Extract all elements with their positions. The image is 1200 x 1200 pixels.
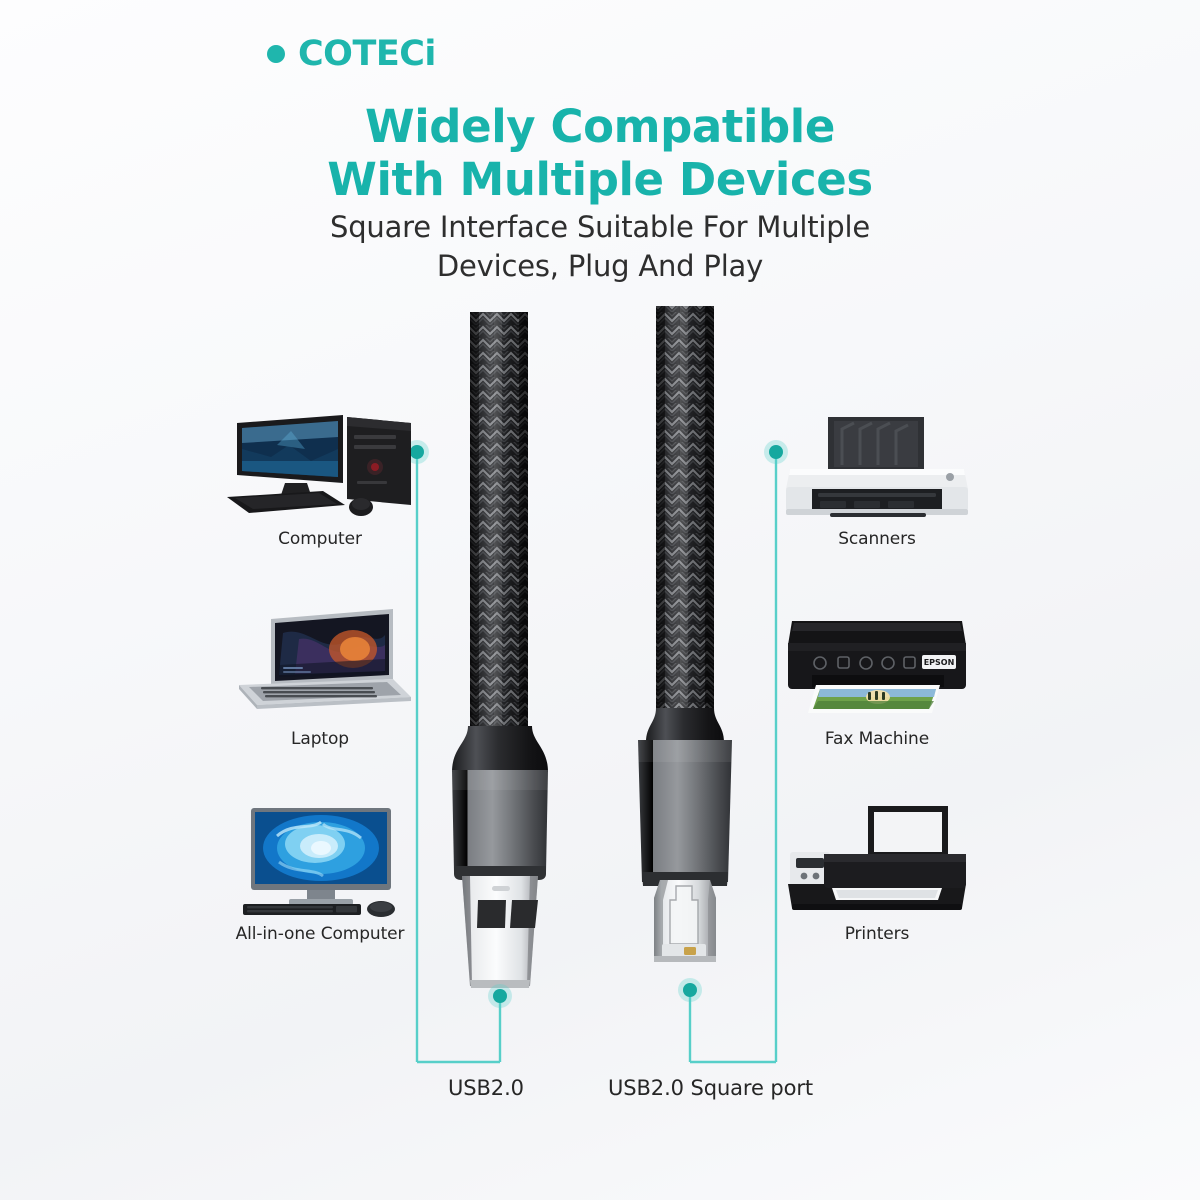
device-label-computer: Computer xyxy=(278,529,362,549)
all-in-one-computer-icon xyxy=(243,808,395,917)
laptop-icon xyxy=(239,609,411,709)
callout-marker-usb-b xyxy=(678,978,702,1062)
device-label-scanners: Scanners xyxy=(838,529,916,549)
page-title-line-2: With Multiple Devices xyxy=(327,153,873,207)
device-label-fax-machine: Fax Machine xyxy=(824,729,930,749)
device-label-all-in-one-computer: All-in-one Computer xyxy=(235,924,405,944)
page-title-line-1: Widely Compatible xyxy=(365,100,835,153)
device-label-laptop: Laptop xyxy=(291,729,349,749)
device-item-laptop: Laptop xyxy=(215,605,425,749)
device-item-fax-machine: EPSON Fax Machine xyxy=(772,605,982,749)
device-item-computer: Computer xyxy=(215,405,425,549)
usb-a-cable xyxy=(470,312,528,736)
fax-machine-icon: EPSON xyxy=(788,621,966,713)
device-item-all-in-one-computer: All-in-one Computer xyxy=(215,800,425,944)
brand-logo-text: COTECi xyxy=(298,33,436,74)
page-subtitle-line-1: Square Interface Suitable For Multiple xyxy=(329,210,870,244)
scanner-icon xyxy=(786,417,968,517)
usb-a-plug-icon xyxy=(452,726,548,988)
desktop-computer-icon xyxy=(227,415,411,516)
device-item-scanners: Scanners xyxy=(772,405,982,549)
usb-b-cable xyxy=(656,306,714,726)
page-subtitle: Square Interface Suitable For Multiple D… xyxy=(0,208,1200,286)
usb-b-plug-icon xyxy=(638,708,732,962)
device-item-printers: Printers xyxy=(772,800,982,944)
connector-label-usb-b: USB2.0 Square port xyxy=(608,1076,814,1100)
printer-icon xyxy=(788,806,966,910)
callout-marker-usb-a xyxy=(488,984,512,1062)
page-subtitle-line-2: Devices, Plug And Play xyxy=(436,249,764,284)
device-label-printers: Printers xyxy=(844,924,910,944)
brand-logo: COTECi xyxy=(232,30,436,78)
svg-text:EPSON: EPSON xyxy=(924,658,955,667)
cotec-circle-mark-icon xyxy=(235,34,285,74)
connector-label-usb-a: USB2.0 xyxy=(448,1076,524,1100)
callout-line-right-devices xyxy=(764,440,788,1062)
page-title: Widely Compatible With Multiple Devices xyxy=(0,100,1200,206)
